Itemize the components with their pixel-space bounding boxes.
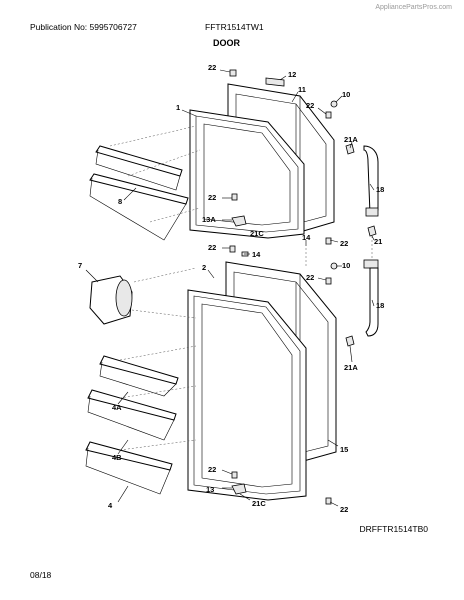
callout-11: 11 [298, 85, 306, 94]
callout-4b: 4B [112, 453, 122, 462]
callout-10: 10 [342, 90, 350, 99]
site-watermark: AppliancePartsPros.com [375, 4, 452, 11]
fresh-food-handle [363, 259, 379, 337]
butter-compartment [89, 275, 133, 325]
drawing-id: DRFFTR1514TB0 [359, 524, 429, 534]
freezer-door-gasket [189, 109, 305, 239]
callout-18: 18 [376, 185, 384, 194]
callout-4: 4 [108, 501, 113, 510]
callout-7: 7 [78, 261, 82, 270]
callout-22: 22 [306, 101, 314, 110]
callout-14: 14 [302, 233, 311, 242]
part-12-plate [265, 77, 285, 87]
callout-22: 22 [306, 273, 314, 282]
callout-21c: 21C [252, 499, 266, 508]
fresh-food-hardware [231, 262, 355, 505]
leader-lines [85, 69, 375, 507]
callout-21c: 21C [250, 229, 264, 238]
section-title: DOOR [213, 38, 240, 48]
callout-2: 2 [202, 263, 206, 272]
callout-22: 22 [340, 239, 348, 248]
fresh-food-door-shelves [85, 355, 179, 495]
revision-date: 08/18 [30, 570, 52, 580]
callout-22: 22 [340, 505, 348, 514]
callout-21a: 21A [344, 135, 358, 144]
callout-22: 22 [208, 243, 216, 252]
callout-13a: 13A [202, 215, 216, 224]
callout-12: 12 [288, 70, 296, 79]
alignment-lines [109, 125, 373, 451]
model-number: FFTR1514TW1 [205, 22, 264, 32]
callout-1: 1 [176, 103, 180, 112]
callout-10: 10 [342, 261, 350, 270]
callout-21: 21 [374, 237, 382, 246]
freezer-door-shelves [89, 145, 189, 241]
callout-22: 22 [208, 465, 216, 474]
callout-labels: 22 12 11 1 10 22 21A 18 8 22 13A 21C 22 … [78, 63, 384, 514]
publication-number: Publication No: 5995706727 [30, 22, 137, 32]
fresh-food-door-gasket [187, 289, 307, 501]
callout-21a: 21A [344, 363, 358, 372]
callout-14: 14 [252, 250, 261, 259]
callout-4a: 4A [112, 403, 122, 412]
freezer-handle [363, 145, 379, 217]
callout-22: 22 [208, 63, 216, 72]
callout-22: 22 [208, 193, 216, 202]
callout-18: 18 [376, 301, 384, 310]
callout-13: 13 [206, 485, 214, 494]
callout-8: 8 [118, 197, 122, 206]
callout-15: 15 [340, 445, 348, 454]
